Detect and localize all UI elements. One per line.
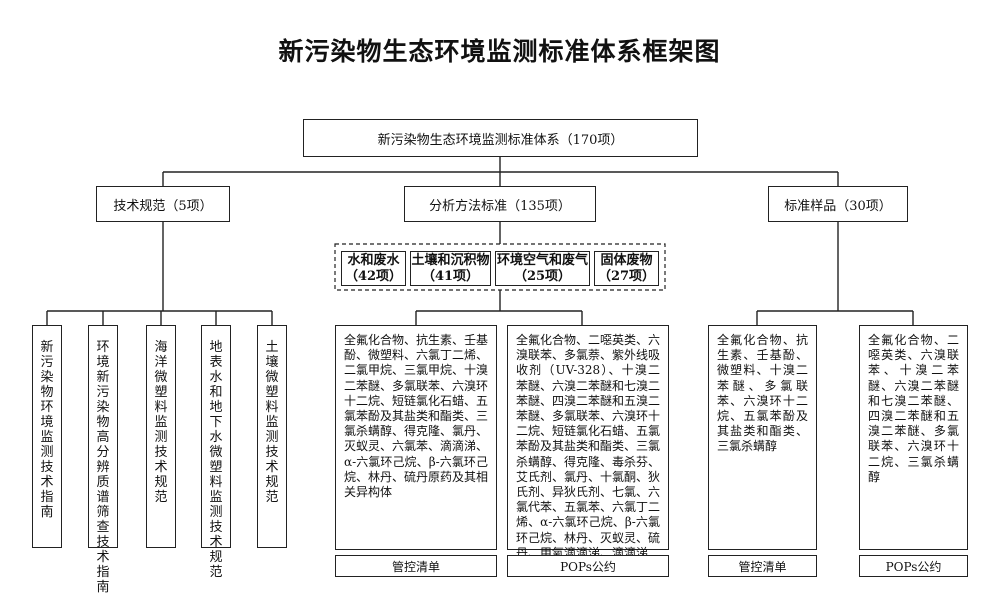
method-list-control: 全氟化合物、抗生素、壬基酚、微塑料、六氯丁二烯、二氯甲烷、三氯甲烷、十溴二苯醚、…	[335, 325, 497, 550]
tech-spec-4: 地表水和地下水微塑料监测技术规范	[201, 325, 231, 580]
category-water: 水和废水 （42项）	[341, 251, 406, 286]
tech-spec-3: 海洋微塑料监测技术规范	[146, 325, 176, 548]
category-air-count: （25项）	[513, 268, 572, 284]
sample-list-control: 全氟化合物、抗生素、壬基酚、微塑料、十溴二苯醚、多氯联苯、六溴环十二烷、五氯苯酚…	[708, 325, 817, 550]
category-solid-waste-count: （27项）	[597, 268, 656, 284]
tech-spec-2: 环境新污染物高分辨质谱筛查技术指南	[88, 325, 118, 595]
category-solid-waste-name: 固体废物	[600, 252, 653, 268]
root-node: 新污染物生态环境监测标准体系（170项）	[303, 119, 698, 157]
category-water-count: （42项）	[344, 268, 403, 284]
category-air: 环境空气和废气 （25项）	[495, 251, 590, 286]
node-tech-specs: 技术规范（5项）	[96, 186, 230, 222]
page-title: 新污染物生态环境监测标准体系框架图	[278, 37, 721, 66]
sample-footer-pops: POPs公约	[859, 555, 968, 577]
node-reference-materials: 标准样品（30项）	[768, 186, 908, 222]
sample-footer-control: 管控清单	[708, 555, 817, 577]
tech-spec-3-label: 海洋微塑料监测技术规范	[154, 340, 168, 505]
node-analysis-methods: 分析方法标准（135项）	[404, 186, 596, 222]
tech-spec-5: 土壤微塑料监测技术规范	[257, 325, 287, 548]
tech-spec-1: 新污染物环境监测技术指南	[32, 325, 62, 548]
sample-list-pops: 全氟化合物、二噁英类、六溴联苯、十溴二苯醚、六溴二苯醚和七溴二苯醚、四溴二苯醚和…	[859, 325, 968, 550]
tech-spec-2-label: 环境新污染物高分辨质谱筛查技术指南	[96, 340, 110, 595]
category-soil-count: （41项）	[421, 268, 480, 284]
category-soil-name: 土壤和沉积物	[411, 252, 490, 268]
method-list-pops: 全氟化合物、二噁英类、六溴联苯、多氯萘、紫外线吸收剂（UV-328）、十溴二苯醚…	[507, 325, 669, 560]
tech-spec-5-label: 土壤微塑料监测技术规范	[265, 340, 279, 505]
category-group-dashed-border	[334, 243, 666, 291]
tech-spec-4-label: 地表水和地下水微塑料监测技术规范	[209, 340, 223, 580]
category-water-name: 水和废水	[347, 252, 400, 268]
category-solid-waste: 固体废物 （27项）	[594, 251, 659, 286]
method-footer-control: 管控清单	[335, 555, 497, 577]
method-footer-pops: POPs公约	[507, 555, 669, 577]
category-air-name: 环境空气和废气	[496, 252, 588, 268]
tech-spec-1-label: 新污染物环境监测技术指南	[40, 340, 54, 520]
category-soil: 土壤和沉积物 （41项）	[410, 251, 491, 286]
